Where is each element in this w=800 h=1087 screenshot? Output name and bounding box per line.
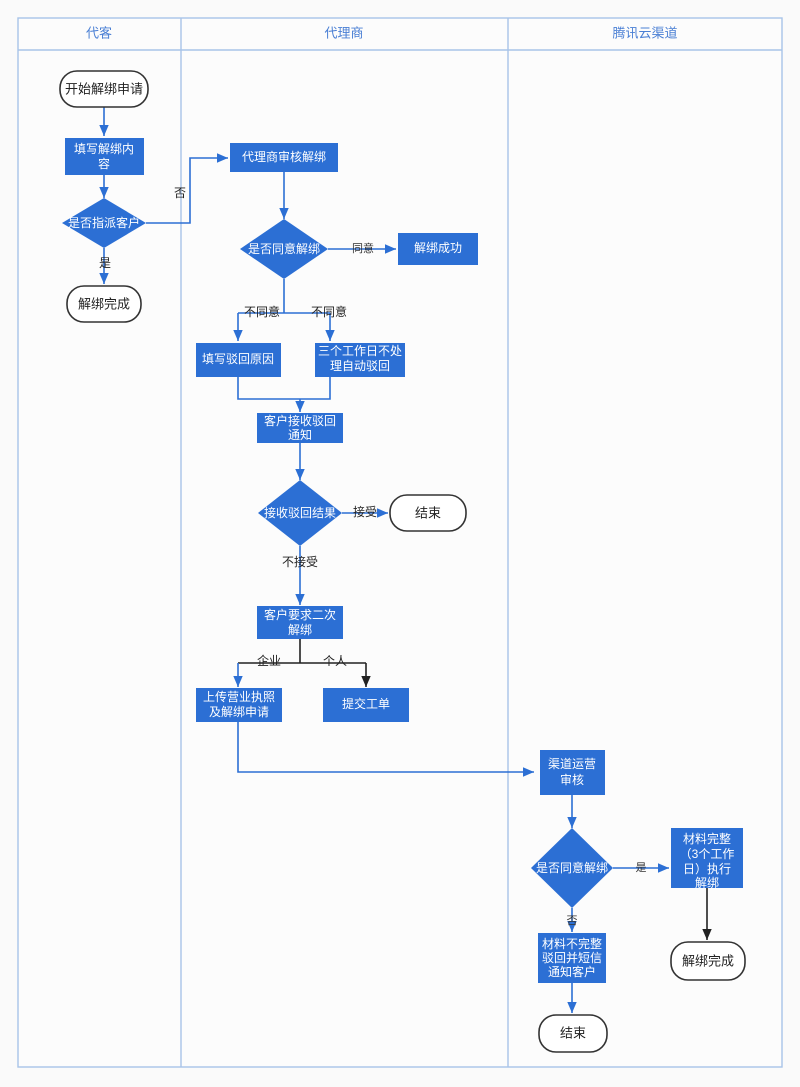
node-fill-unbind-content-line1: 填写解绑内 <box>74 142 134 156</box>
node-material-incomplete-line2: 驳回并短信 <box>542 951 602 965</box>
node-auto-reject-line1: 三个工作日不处 <box>318 344 402 358</box>
node-agree-unbind-right-label: 是否同意解绑 <box>536 860 608 875</box>
node-submit-ticket[interactable]: 提交工单 <box>323 688 409 722</box>
node-end-right[interactable]: 结束 <box>538 1014 608 1053</box>
node-auto-reject[interactable]: 三个工作日不处 理自动驳回 <box>315 343 405 377</box>
node-end-middle[interactable]: 结束 <box>389 494 467 532</box>
node-unbind-done-left[interactable]: 解绑完成 <box>66 285 142 323</box>
node-assign-customer[interactable]: 是否指派客户 <box>62 198 146 248</box>
node-second-unbind-request-line2: 解绑 <box>288 623 312 637</box>
node-unbind-done-right-label: 解绑完成 <box>682 953 734 968</box>
node-auto-reject-line2: 理自动驳回 <box>330 359 390 373</box>
edge-label-disagree-left: 不同意 <box>244 304 280 319</box>
edge-upload-to-channel <box>237 722 534 777</box>
edges-layer <box>99 107 712 1013</box>
node-reject-result[interactable]: 接收驳回结果 <box>258 480 342 546</box>
node-material-incomplete-line1: 材料不完整 <box>542 936 602 951</box>
node-agree-unbind-right[interactable]: 是否同意解绑 <box>531 828 613 908</box>
node-upload-license[interactable]: 上传营业执照 及解绑申请 <box>196 688 282 722</box>
node-end-middle-label: 结束 <box>415 505 441 520</box>
node-agree-unbind[interactable]: 是否同意解绑 <box>240 219 328 279</box>
node-material-incomplete-line3: 通知客户 <box>548 964 596 979</box>
node-unbind-success[interactable]: 解绑成功 <box>398 233 478 265</box>
node-customer-receive-reject-line1: 客户接收驳回 <box>264 413 336 428</box>
edge-label-enterprise: 企业 <box>257 653 281 668</box>
node-upload-license-line1: 上传营业执照 <box>203 689 275 704</box>
node-material-complete-line1: 材料完整 <box>683 831 731 846</box>
edge-label-not-accept: 不接受 <box>282 554 318 569</box>
node-assign-customer-label: 是否指派客户 <box>68 215 140 230</box>
node-material-incomplete[interactable]: 材料不完整 驳回并短信 通知客户 <box>538 933 606 983</box>
edge-assign-no <box>146 153 228 224</box>
edge-labels-layer: 否 是 同意 不同意 不同意 接受 不接受 企业 个人 是 否 <box>99 186 647 927</box>
lane-header-dailishang: 代理商 <box>324 25 363 40</box>
swimlane-frame <box>17 17 783 1068</box>
node-end-right-label: 结束 <box>560 1025 586 1040</box>
node-channel-review-line2: 审核 <box>560 772 584 787</box>
node-material-complete-line4: 解绑 <box>695 876 719 890</box>
edge-label-yes-assign: 是 <box>99 256 111 270</box>
edge-label-personal: 个人 <box>323 654 347 668</box>
node-agree-unbind-label: 是否同意解绑 <box>248 241 320 256</box>
node-material-complete-line3: 日）执行 <box>683 862 731 876</box>
node-fill-unbind-content[interactable]: 填写解绑内 容 <box>65 138 144 175</box>
node-agent-review[interactable]: 代理商审核解绑 <box>230 143 338 172</box>
node-unbind-done-left-label: 解绑完成 <box>78 296 130 311</box>
node-unbind-success-label: 解绑成功 <box>414 241 462 255</box>
node-start-unbind[interactable]: 开始解绑申请 <box>59 70 149 108</box>
node-fill-unbind-content-line2: 容 <box>98 156 110 171</box>
node-reject-result-label: 接收驳回结果 <box>264 505 336 520</box>
lane-header-tencent: 腾讯云渠道 <box>612 25 677 40</box>
node-customer-receive-reject-line2: 通知 <box>288 428 312 442</box>
edge-label-agree: 同意 <box>352 241 374 255</box>
lane-header-daike: 代客 <box>86 25 112 40</box>
node-channel-review[interactable]: 渠道运营 审核 <box>540 750 605 795</box>
node-material-complete[interactable]: 材料完整 （3个工作 日）执行 解绑 <box>671 828 743 890</box>
node-second-unbind-request[interactable]: 客户要求二次 解绑 <box>257 606 343 639</box>
edge-reject-merge <box>237 377 331 400</box>
node-fill-reject-reason-label: 填写驳回原因 <box>202 352 274 366</box>
edge-label-no-assign: 否 <box>174 186 186 200</box>
node-start-unbind-label: 开始解绑申请 <box>65 81 143 96</box>
edge-label-disagree-right: 不同意 <box>311 304 347 319</box>
node-customer-receive-reject[interactable]: 客户接收驳回 通知 <box>257 413 343 443</box>
edge-label-no-right: 否 <box>567 915 578 927</box>
node-channel-review-line1: 渠道运营 <box>548 757 596 771</box>
node-unbind-done-right[interactable]: 解绑完成 <box>670 941 746 981</box>
node-submit-ticket-label: 提交工单 <box>342 696 390 711</box>
node-second-unbind-request-line1: 客户要求二次 <box>264 607 336 622</box>
node-material-complete-line2: （3个工作 <box>680 847 735 861</box>
edge-label-yes-right: 是 <box>636 861 647 874</box>
node-agent-review-label: 代理商审核解绑 <box>242 149 326 164</box>
edge-label-accept: 接受 <box>353 504 377 519</box>
node-fill-reject-reason[interactable]: 填写驳回原因 <box>196 343 281 377</box>
node-upload-license-line2: 及解绑申请 <box>209 705 269 719</box>
